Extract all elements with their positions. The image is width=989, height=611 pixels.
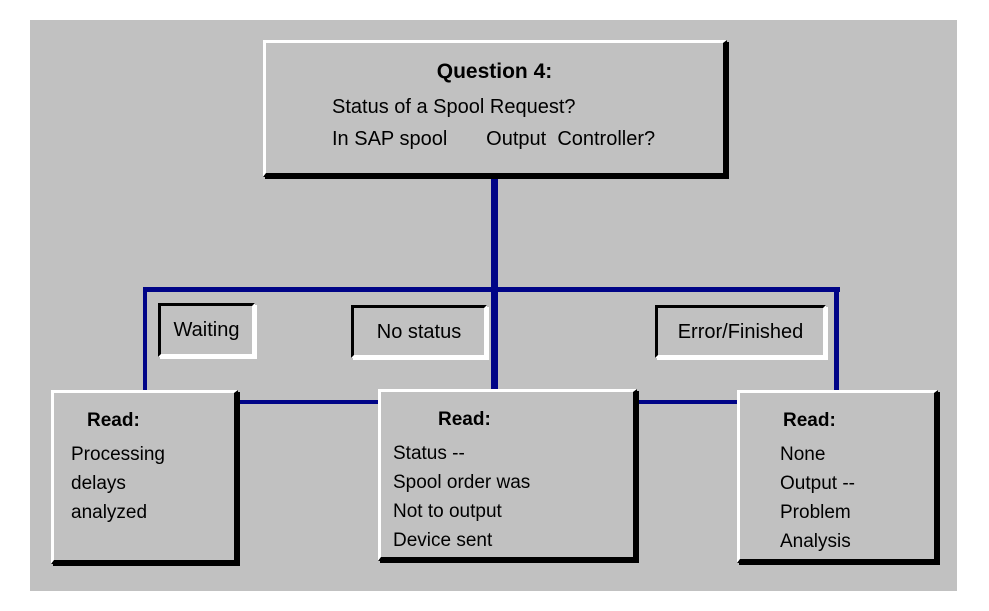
read-line: Processing <box>71 444 165 465</box>
question-line-1: Status of a Spool Request? <box>332 96 576 118</box>
read-line: Spool order was <box>393 472 531 493</box>
read-title: Read: <box>783 410 836 431</box>
connector-bottom-left <box>237 400 379 404</box>
read-lines: None Output -- Problem Analysis <box>740 440 934 556</box>
read-line: Output -- <box>780 473 855 494</box>
connector-rail-horizontal <box>143 287 840 292</box>
read-line: Device sent <box>393 530 493 551</box>
status-label-no-status: No status <box>376 320 462 343</box>
connector-left-vertical <box>143 287 147 390</box>
read-line: Problem <box>780 502 851 523</box>
read-line: Status -- <box>393 443 465 464</box>
status-box-error-finished: Error/Finished <box>655 305 826 358</box>
status-label-error-finished: Error/Finished <box>677 320 804 343</box>
question-box: Question 4: Status of a Spool Request? I… <box>263 40 727 177</box>
read-box-waiting: Read: Processing delays analyzed <box>51 390 238 564</box>
read-box-no-status: Read: Status -- Spool order was Not to o… <box>378 389 637 561</box>
read-title: Read: <box>87 410 140 431</box>
status-label-waiting: Waiting <box>173 319 240 341</box>
read-title: Read: <box>438 409 491 430</box>
status-box-waiting: Waiting <box>158 303 255 357</box>
read-lines: Status -- Spool order was Not to output … <box>381 439 633 555</box>
connector-bottom-right <box>636 400 738 404</box>
read-box-error-finished: Read: None Output -- Problem Analysis <box>737 390 938 563</box>
connector-center-vertical <box>491 176 498 389</box>
read-line: None <box>780 444 826 465</box>
read-lines: Processing delays analyzed <box>54 440 234 527</box>
question-body: Status of a Spool Request? In SAP spool … <box>266 91 723 155</box>
connector-right-vertical <box>834 287 839 390</box>
read-line: analyzed <box>71 502 148 523</box>
diagram-canvas: Question 4: Status of a Spool Request? I… <box>30 20 957 591</box>
read-line: delays <box>71 473 126 494</box>
status-box-no-status: No status <box>351 305 487 358</box>
question-line-2: In SAP spool Output Controller? <box>332 128 656 150</box>
question-title: Question 4: <box>436 60 553 83</box>
read-line: Analysis <box>780 531 851 552</box>
read-line: Not to output <box>393 501 502 522</box>
